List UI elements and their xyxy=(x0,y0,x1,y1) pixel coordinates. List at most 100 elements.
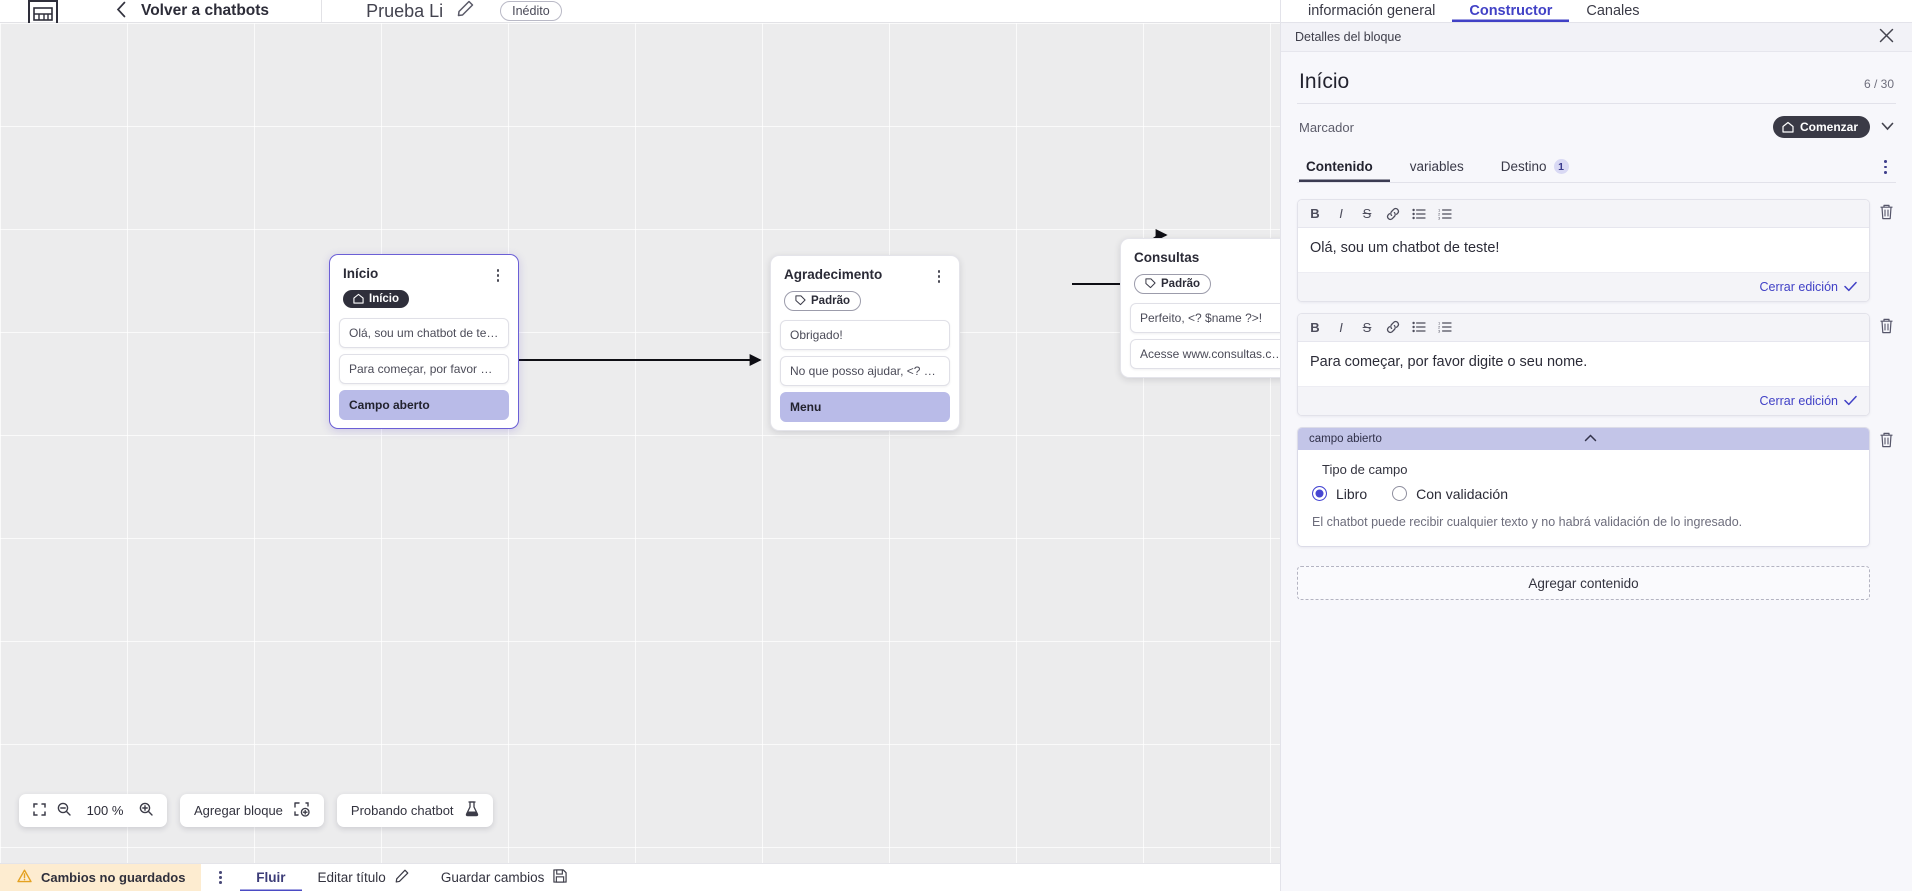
svg-text:2: 2 xyxy=(1438,211,1441,216)
zoom-controls[interactable]: 100 % xyxy=(19,794,167,827)
bold-icon[interactable]: B xyxy=(1310,319,1320,335)
node-title: Início xyxy=(343,266,379,281)
add-block-label: Agregar bloque xyxy=(194,803,283,818)
italic-icon[interactable]: I xyxy=(1339,206,1343,221)
chevron-down-icon[interactable] xyxy=(1881,120,1894,134)
node-header: Consultas xyxy=(1121,239,1304,266)
close-edit-label: Cerrar edición xyxy=(1759,279,1838,294)
close-edit-button[interactable]: Cerrar edición xyxy=(1759,394,1857,408)
edit-title-label: Editar título xyxy=(317,870,386,885)
card-footer: Cerrar edición xyxy=(1298,385,1869,415)
edit-title-button[interactable]: Editar título xyxy=(302,864,425,891)
save-changes-button[interactable]: Guardar cambios xyxy=(425,864,584,891)
node-message[interactable]: Acesse www.consultas.com par... xyxy=(1130,339,1295,370)
flow-node-agradecimento[interactable]: Agradecimento Padrão Obrigado! No que po… xyxy=(770,255,960,432)
radio-con-validacion[interactable]: Con validación xyxy=(1392,486,1508,502)
node-header: Agradecimento xyxy=(771,256,959,283)
add-block-icon xyxy=(294,801,310,820)
node-tag-row: Padrão xyxy=(1121,266,1304,304)
open-field-header[interactable]: campo abierto xyxy=(1298,427,1869,450)
panel-body: Início 6 / 30 Marcador Comenzar Contenid… xyxy=(1281,52,1912,601)
marker-label: Marcador xyxy=(1299,119,1354,135)
node-message-highlighted[interactable]: Menu xyxy=(780,392,950,423)
zoom-level: 100 % xyxy=(86,803,124,818)
node-header: Início xyxy=(330,255,518,282)
bullet-list-icon[interactable] xyxy=(1406,317,1432,338)
radio-selected-icon xyxy=(1312,486,1327,501)
link-icon[interactable] xyxy=(1380,317,1406,338)
radio-unselected-icon xyxy=(1392,486,1408,501)
tab-contenido[interactable]: Contenido xyxy=(1299,152,1390,182)
pencil-icon[interactable] xyxy=(457,0,474,22)
node-message[interactable]: Para começar, por favor digite o ... xyxy=(339,354,509,385)
bullet-list-icon[interactable] xyxy=(1406,203,1432,224)
open-field-body: Tipo de campo Libro Con validación xyxy=(1298,450,1869,547)
trash-icon[interactable] xyxy=(1879,199,1896,225)
radio-libro[interactable]: Libro xyxy=(1312,486,1367,502)
tab-fluir[interactable]: Fluir xyxy=(240,864,301,891)
strikethrough-icon[interactable]: S xyxy=(1362,319,1372,335)
zoom-in-icon[interactable] xyxy=(139,802,153,819)
node-message[interactable]: Perfeito, <? $name ?>! xyxy=(1130,303,1295,334)
strikethrough-icon[interactable]: S xyxy=(1362,206,1372,221)
card-footer: Cerrar edición xyxy=(1298,271,1869,301)
message-text[interactable]: Olá, sou um chatbot de teste! xyxy=(1310,240,1500,256)
radio-con-validacion-label: Con validación xyxy=(1416,485,1508,502)
node-tag-label: Padrão xyxy=(811,294,850,307)
node-tag-label: Início xyxy=(369,292,400,305)
node-tag: Padrão xyxy=(1134,273,1211,294)
tab-contenido-label: Contenido xyxy=(1306,159,1373,174)
add-content-button[interactable]: Agregar contenido xyxy=(1297,566,1870,601)
svg-text:3: 3 xyxy=(1438,329,1441,334)
marker-row: Marcador Comenzar xyxy=(1297,104,1896,152)
node-message-highlighted[interactable]: Campo aberto xyxy=(339,390,509,421)
zoom-out-icon[interactable] xyxy=(57,802,71,819)
node-messages: Olá, sou um chatbot de teste! Para começ… xyxy=(330,318,518,421)
flow-node-consultas[interactable]: Consultas Padrão Perfeito, <? $name ?>! … xyxy=(1120,238,1305,379)
close-icon[interactable] xyxy=(1879,28,1894,46)
tab-destino[interactable]: Destino 1 xyxy=(1494,152,1586,182)
home-icon xyxy=(1782,121,1794,133)
panel-header: Detalles del bloque xyxy=(1281,23,1912,52)
svg-text:1: 1 xyxy=(1438,208,1441,212)
flask-icon xyxy=(465,801,479,820)
marker-start-pill[interactable]: Comenzar xyxy=(1772,116,1870,138)
trash-icon[interactable] xyxy=(1879,427,1896,453)
destino-count-badge: 1 xyxy=(1553,159,1569,174)
kebab-menu-icon[interactable] xyxy=(201,870,240,885)
tab-constructor[interactable]: Constructor xyxy=(1452,3,1569,22)
test-chatbot-button[interactable]: Probando chatbot xyxy=(336,794,493,827)
bold-icon[interactable]: B xyxy=(1310,206,1320,221)
kebab-menu-icon[interactable] xyxy=(491,266,505,282)
marker-pill-label: Comenzar xyxy=(1799,120,1858,134)
kebab-menu-icon[interactable] xyxy=(932,267,946,283)
trash-icon[interactable] xyxy=(1879,313,1896,339)
kebab-menu-icon[interactable] xyxy=(1877,160,1894,174)
node-message[interactable]: No que posso ajudar, <? $name ... xyxy=(780,356,950,387)
node-message[interactable]: Olá, sou um chatbot de teste! xyxy=(339,318,509,349)
close-edit-button[interactable]: Cerrar edición xyxy=(1759,280,1857,294)
tab-canales[interactable]: Canales xyxy=(1586,3,1640,19)
tag-icon xyxy=(795,295,806,306)
tab-destino-label: Destino xyxy=(1500,159,1547,174)
flow-node-inicio[interactable]: Início Início Olá, sou um chatbot de tes… xyxy=(329,254,519,430)
message-text[interactable]: Para começar, por favor digite o seu nom… xyxy=(1310,353,1588,370)
home-icon xyxy=(353,294,364,304)
tag-icon xyxy=(1145,278,1156,289)
link-icon[interactable] xyxy=(1380,203,1406,224)
tab-variables[interactable]: variables xyxy=(1403,152,1481,182)
node-message[interactable]: Obrigado! xyxy=(780,320,950,351)
chevron-left-icon[interactable] xyxy=(116,1,127,21)
open-field-card: campo abierto Tipo de campo Libro xyxy=(1297,426,1870,548)
italic-icon[interactable]: I xyxy=(1339,319,1343,335)
back-to-chatbots-link[interactable]: Volver a chatbots xyxy=(141,2,270,19)
add-block-button[interactable]: Agregar bloque xyxy=(180,794,324,827)
tab-informacion-general[interactable]: información general xyxy=(1308,3,1436,19)
fit-screen-icon[interactable] xyxy=(33,802,46,819)
chevron-up-icon[interactable] xyxy=(1584,433,1859,445)
test-chatbot-label: Probando chatbot xyxy=(350,803,454,818)
